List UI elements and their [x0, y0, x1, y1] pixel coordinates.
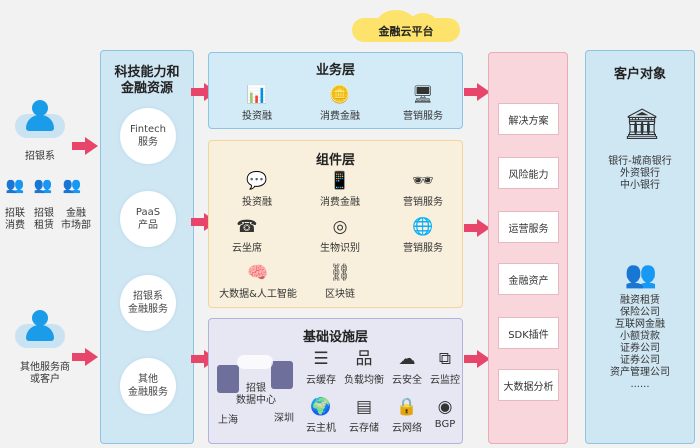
- arrow-icon: [464, 83, 490, 101]
- group-label: 其他服务商或客户: [20, 362, 70, 385]
- network-lock-icon: 🔒: [396, 397, 418, 417]
- infrastructure-layer: 基础设施层 招银数据中心 上海 深圳 ☰云缓存 品负载均衡 ☁云安全 ⧉云监控 …: [208, 318, 463, 444]
- sub-label: 招联消费: [5, 208, 25, 231]
- component-item: ☎云坐席: [232, 217, 262, 254]
- capability-box: 金融资产: [498, 263, 559, 295]
- infra-item: 品负载均衡: [344, 349, 384, 386]
- vr-glasses-icon: 🕶: [412, 171, 434, 191]
- datacenter-label: 招银数据中心: [236, 383, 276, 406]
- infra-item: ☰云缓存: [306, 349, 336, 386]
- component-item: 🕶营销服务: [403, 171, 443, 208]
- capability-box: 运营服务: [498, 211, 559, 243]
- other-customers-list: 融资租赁保险公司互联网金融小额贷款证券公司证券公司资产管理公司......: [610, 295, 670, 390]
- capabilities-column: 解决方案 风险能力 运营服务 金融资产 SDK插件 大数据分析: [488, 52, 568, 444]
- capability-box: 风险能力: [498, 157, 559, 189]
- business-item: 🪙消费金融: [320, 85, 360, 122]
- arrow-icon: [464, 219, 490, 237]
- customers-title: 客户对象: [613, 67, 666, 82]
- group-users-icon: 👥: [5, 176, 25, 194]
- globe-icon: 🌐: [412, 217, 434, 237]
- infra-item: ◉BGP: [434, 397, 456, 430]
- business-item: 🖥营销服务: [403, 85, 443, 122]
- component-item: 🌐营销服务: [403, 217, 443, 254]
- layers-icon: ☰: [313, 349, 329, 369]
- component-item: 📱消费金融: [320, 171, 360, 208]
- resource-circle: 其他金融服务: [120, 358, 176, 414]
- infra-item: 🌍云主机: [306, 397, 336, 434]
- user-icon: [15, 310, 65, 350]
- sub-label: 招银租赁: [34, 208, 54, 231]
- cloud-icon: [237, 355, 273, 369]
- call-24-icon: ☎: [236, 217, 258, 237]
- arrow-icon: [72, 137, 98, 155]
- server-icon: [271, 361, 293, 389]
- people-chat-icon: 👥: [624, 260, 658, 290]
- bgp-icon: ◉: [437, 397, 453, 417]
- infra-item: ☁云安全: [392, 349, 422, 386]
- brain-head-icon: 🧠: [247, 263, 269, 283]
- infra-item: ▤云存储: [349, 397, 379, 434]
- network-tree-icon: 品: [355, 349, 373, 369]
- bank-icon: 🏛: [623, 107, 662, 142]
- capability-box: SDK插件: [498, 317, 559, 349]
- cloud-lock-icon: ☁: [398, 349, 416, 369]
- phone-icon: 📱: [329, 171, 351, 191]
- infra-item: ⧉云监控: [430, 349, 460, 386]
- business-layer: 业务层 📊投资融 🪙消费金融 🖥营销服务: [208, 52, 463, 129]
- customers-column: 客户对象 🏛 银行-城商银行外资银行中小银行 👥 融资租赁保险公司互联网金融小额…: [585, 50, 695, 444]
- group-users-icon: 👥: [33, 176, 53, 194]
- group-label: 招银系: [25, 151, 55, 162]
- component-item: 💬投资融: [242, 171, 272, 208]
- server-icon: [217, 365, 239, 393]
- sub-label: 金融市场部: [61, 208, 91, 231]
- fingerprint-icon: ◎: [332, 217, 348, 237]
- storage-icon: ▤: [355, 397, 373, 417]
- user-icon: [15, 100, 65, 140]
- business-item: 📊投资融: [242, 85, 272, 122]
- group-users-icon: 👥: [62, 176, 82, 194]
- layer-title: 业务层: [315, 63, 355, 78]
- chat-icon: 💬: [246, 171, 268, 191]
- monitor-pulse-icon: ⧉: [438, 349, 452, 369]
- city-label: 深圳: [274, 413, 294, 424]
- capability-box: 大数据分析: [498, 369, 559, 401]
- arrow-icon: [72, 348, 98, 366]
- coins-icon: 🪙: [329, 85, 351, 105]
- component-layer: 组件层 💬投资融 📱消费金融 🕶营销服务 ☎云坐席 ◎生物识别 🌐营销服务 🧠大…: [208, 140, 463, 308]
- bank-list: 银行-城商银行外资银行中小银行: [608, 156, 672, 191]
- city-label: 上海: [218, 415, 238, 426]
- infra-item: 🔒云网络: [392, 397, 422, 434]
- layer-title: 组件层: [315, 153, 355, 168]
- blockchain-icon: ⛓: [329, 263, 351, 283]
- chart-icon: 📊: [246, 85, 268, 105]
- component-item: ◎生物识别: [320, 217, 360, 254]
- resources-title: 科技能力和金融资源: [114, 65, 180, 96]
- arrow-icon: [464, 350, 490, 368]
- resource-circle: 招银系金融服务: [120, 275, 176, 331]
- cloud-platform-badge: 金融云平台: [352, 10, 460, 42]
- component-item: 🧠大数据&人工智能: [219, 263, 297, 300]
- component-item: ⛓区块链: [325, 263, 355, 300]
- host-globe-icon: 🌍: [310, 397, 332, 417]
- capability-box: 解决方案: [498, 103, 559, 135]
- layer-title: 基础设施层: [302, 330, 368, 345]
- monitor-icon: 🖥: [412, 85, 434, 105]
